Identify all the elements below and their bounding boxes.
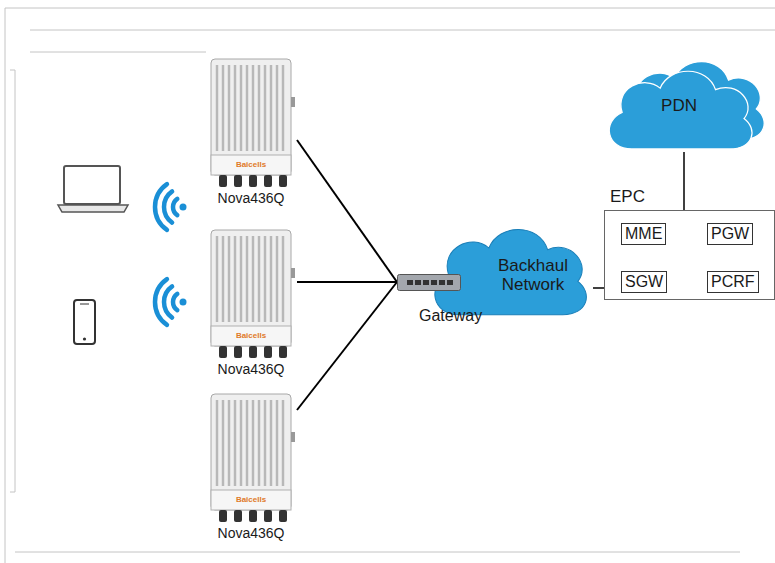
function-label: PGW bbox=[711, 224, 749, 244]
device-label: Nova436Q bbox=[205, 361, 297, 377]
wifi-arc bbox=[164, 286, 172, 317]
function-box: PGW bbox=[707, 223, 753, 245]
base-station-illustration bbox=[205, 57, 297, 190]
base-station: BaicellsNova436Q bbox=[205, 228, 297, 377]
laptop-icon bbox=[58, 166, 128, 212]
function-label: SGW bbox=[625, 272, 663, 292]
core-network-box: EPCMMEPGWSGWPCRF bbox=[604, 210, 775, 300]
brand-logo: Baicells bbox=[205, 330, 297, 342]
function-label: MME bbox=[625, 224, 662, 244]
base-station-illustration bbox=[205, 228, 297, 361]
gateway-label: Gateway bbox=[419, 307, 509, 325]
network-link bbox=[297, 140, 397, 282]
function-box: SGW bbox=[621, 271, 667, 293]
wifi-dot bbox=[180, 204, 187, 211]
cloud-label: PDN bbox=[600, 96, 758, 115]
cloud-label: Backhaul Network bbox=[481, 256, 585, 294]
wifi-symbol bbox=[155, 279, 186, 325]
wifi-dot bbox=[180, 299, 187, 306]
network-cloud: PDN bbox=[600, 56, 772, 152]
base-station: BaicellsNova436Q bbox=[205, 392, 297, 541]
brand-logo: Baicells bbox=[205, 159, 297, 171]
device-label: Nova436Q bbox=[205, 190, 297, 206]
wifi-arc bbox=[164, 191, 172, 222]
wifi-arc bbox=[173, 294, 177, 310]
wifi-symbol bbox=[155, 184, 187, 230]
network-link bbox=[297, 281, 397, 283]
epc-heading: EPC bbox=[610, 187, 645, 207]
frame-lines bbox=[5, 8, 775, 563]
brand-logo: Baicells bbox=[205, 494, 297, 506]
base-station-illustration bbox=[205, 392, 297, 525]
switch-illustration bbox=[397, 274, 461, 291]
network-link bbox=[297, 282, 397, 410]
function-box: PCRF bbox=[707, 271, 759, 293]
network-cloud: Backhaul Network bbox=[425, 218, 593, 318]
network-link bbox=[593, 287, 604, 289]
function-box: MME bbox=[621, 223, 666, 245]
wifi-arc bbox=[155, 279, 167, 325]
base-station: BaicellsNova436Q bbox=[205, 57, 297, 206]
network-link bbox=[683, 152, 685, 210]
gateway-switch: Gateway bbox=[397, 274, 509, 325]
function-label: PCRF bbox=[711, 272, 755, 292]
device-label: Nova436Q bbox=[205, 525, 297, 541]
phone-icon bbox=[74, 300, 95, 344]
wifi-arc bbox=[173, 199, 177, 215]
wifi-arc bbox=[155, 184, 167, 230]
